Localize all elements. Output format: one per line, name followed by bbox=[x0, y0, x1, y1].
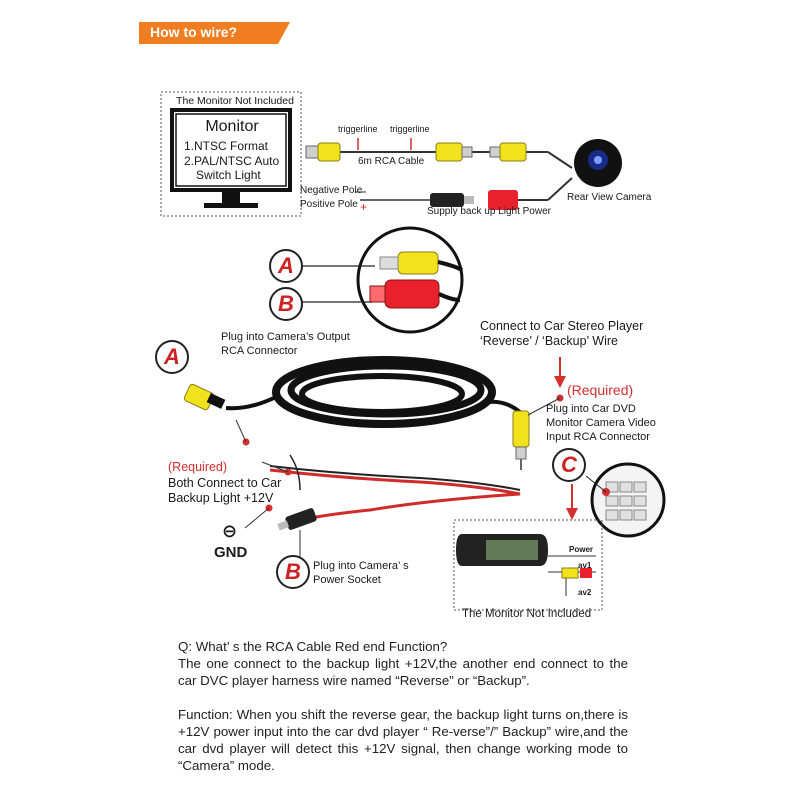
monitor-not-included-bottom: The Monitor Not Included bbox=[462, 608, 592, 620]
magnified-yellow-plug bbox=[397, 251, 439, 275]
supply-label: Supply back up Light Power bbox=[427, 206, 551, 217]
qa-question: Q: What’ s the RCA Cable Red end Functio… bbox=[178, 639, 448, 654]
callout-a-top: A bbox=[269, 249, 303, 283]
plug-power-line2: Power Socket bbox=[313, 574, 381, 586]
triggerline-label-2: triggerline bbox=[390, 124, 430, 134]
monitor-title: Monitor bbox=[205, 118, 259, 135]
connect-stereo-line1: Connect to Car Stereo Player bbox=[480, 319, 644, 333]
negative-pole-label: Negative Pole bbox=[300, 185, 363, 196]
rca-plug-yellow-right bbox=[499, 142, 527, 162]
av2-label: av2 bbox=[578, 588, 592, 597]
plug-power-line1: Plug into Camera’ s bbox=[313, 560, 409, 572]
rca-plug-tip-left bbox=[305, 145, 319, 159]
dc-socket-red bbox=[488, 190, 518, 210]
callout-c: C bbox=[552, 448, 586, 482]
plug-camera-output-label: Plug into Camera’s Output RCA Connector bbox=[221, 330, 350, 358]
svg-text:+: + bbox=[360, 200, 367, 214]
both-connect-line1: Both Connect to Car bbox=[168, 476, 282, 490]
plug-power-label: Plug into Camera’ s Power Socket bbox=[313, 559, 409, 587]
monitor-not-included-top: The Monitor Not Included bbox=[176, 95, 294, 107]
monitor-base bbox=[204, 203, 258, 208]
qa-block: Q: What’ s the RCA Cable Red end Functio… bbox=[178, 638, 628, 774]
plug-dvd-line3: Input RCA Connector bbox=[546, 431, 650, 443]
plug-dvd-line1: Plug into Car DVD bbox=[546, 403, 636, 415]
triggerline-label-1: triggerline bbox=[338, 124, 378, 134]
callout-b-bottom: B bbox=[276, 555, 310, 589]
monitor-bottom-frame bbox=[453, 519, 603, 611]
monitor-spec-3: Switch Light bbox=[196, 168, 261, 182]
connect-stereo-line2: ‘Reverse’ / ‘Backup’ Wire bbox=[480, 334, 619, 348]
section-title: How to wire? bbox=[150, 24, 238, 40]
plug-camera-output-line2: RCA Connector bbox=[221, 345, 298, 357]
magnified-red-plug bbox=[384, 279, 440, 309]
red-power-wire bbox=[269, 468, 521, 522]
rear-camera-label: Rear View Camera bbox=[567, 192, 652, 203]
both-connect-label: Both Connect to Car Backup Light +12V bbox=[168, 476, 281, 506]
required-right: (Required) bbox=[567, 382, 634, 398]
plug-camera-output-line1: Plug into Camera’s Output bbox=[221, 331, 350, 343]
plug-dvd-line2: Monitor Camera Video bbox=[546, 417, 656, 429]
rca-cable-label: 6m RCA Cable bbox=[358, 156, 425, 167]
plug-dvd-label: Plug into Car DVD Monitor Camera Video I… bbox=[546, 402, 656, 444]
callout-b-top: B bbox=[269, 287, 303, 321]
qa-answer: The one connect to the backup light +12V… bbox=[178, 656, 628, 688]
rca-plug-yellow-left bbox=[317, 142, 341, 162]
both-connect-line2: Backup Light +12V bbox=[168, 491, 274, 505]
connect-stereo-label: Connect to Car Stereo Player ‘Reverse’ /… bbox=[480, 319, 643, 349]
positive-pole-label: Positive Pole bbox=[300, 199, 358, 210]
monitor-screen bbox=[170, 108, 292, 192]
monitor-spec-1: 1.NTSC Format bbox=[184, 139, 269, 153]
power-port-label: Power bbox=[569, 545, 594, 554]
banner-shape bbox=[139, 22, 290, 44]
rca-plug-yellow-mid bbox=[435, 142, 463, 162]
callout-a-left: A bbox=[155, 340, 189, 374]
gnd-symbol: ⊖ bbox=[222, 521, 238, 541]
yellow-rca-right bbox=[512, 410, 530, 448]
dc-plug-black bbox=[430, 193, 464, 207]
monitor-spec-list: 1.NTSC Format 2.PAL/NTSC Auto Switch Lig… bbox=[184, 139, 279, 183]
required-left: (Required) bbox=[168, 460, 228, 474]
dc-plug-bottom bbox=[285, 508, 317, 530]
qa-function: Function: When you shift the reverse gea… bbox=[178, 707, 628, 773]
gnd-label: GND bbox=[214, 544, 248, 561]
monitor-stand bbox=[222, 190, 240, 204]
monitor-spec-2: 2.PAL/NTSC Auto bbox=[184, 153, 280, 168]
coiled-cable bbox=[272, 356, 496, 428]
av1-label: av1 bbox=[578, 561, 592, 570]
monitor-dashed-frame bbox=[160, 91, 302, 217]
